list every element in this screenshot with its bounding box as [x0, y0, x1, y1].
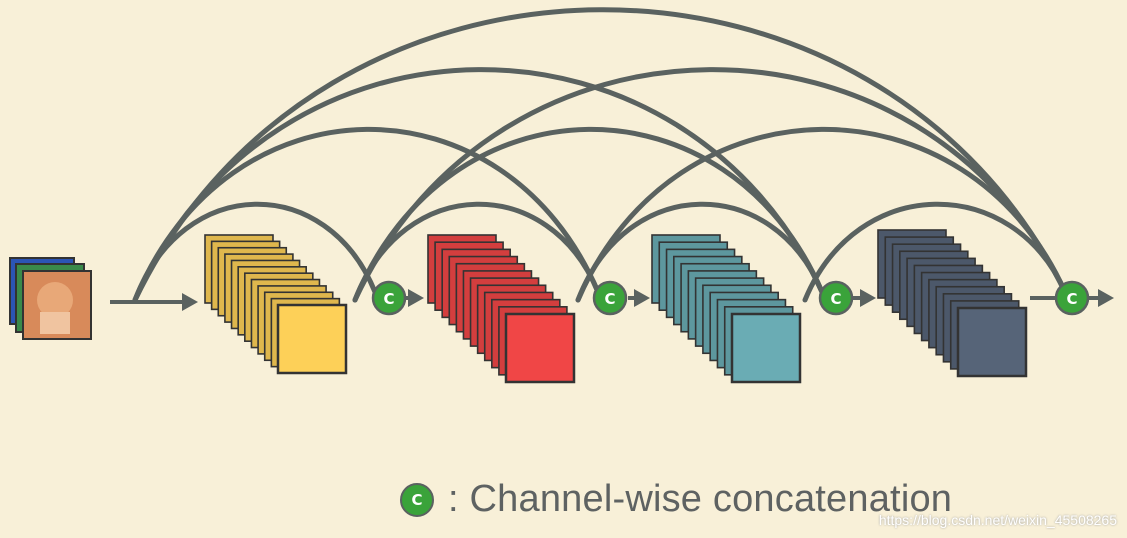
concat-legend-icon: C [400, 482, 434, 517]
block-3-front [730, 312, 802, 384]
skip-arc-7 [352, 67, 1068, 303]
watermark: https://blog.csdn.net/weixin_45508265 [878, 512, 1117, 528]
feature-block-3 [651, 234, 802, 384]
flow-arrows [110, 289, 1114, 311]
concat-node-3-label: C [830, 290, 841, 308]
concat-node-4 [1054, 280, 1090, 316]
input-photo-detail [40, 312, 70, 334]
skip-arc-4 [132, 7, 1068, 303]
arrow-c2-head [634, 289, 650, 307]
input-photo-subject [37, 282, 73, 318]
input-image-icon [9, 257, 92, 340]
concat-node-2 [592, 280, 628, 316]
concat-node-4-label: C [1066, 290, 1077, 308]
arrow-output-head [1098, 289, 1114, 307]
concat-node-1 [371, 280, 407, 316]
concat-node-2-label: C [604, 290, 615, 308]
skip-arc-10 [802, 201, 1068, 303]
feature-block-2 [427, 234, 576, 384]
concat-node-1-label: C [383, 290, 394, 308]
feature-block-4 [877, 229, 1028, 378]
arrow-input-head [182, 293, 198, 311]
skip-arc-9 [575, 126, 1068, 303]
concat-node-3 [818, 280, 854, 316]
block-4-front [956, 306, 1028, 378]
block-2-front [504, 312, 576, 384]
block-1-front [276, 303, 348, 375]
feature-map-blocks [204, 229, 1028, 384]
arrow-c1-head [408, 289, 424, 307]
skip-connection-arcs [132, 7, 1068, 303]
legend-label: : Channel-wise concatenation [448, 478, 953, 520]
feature-block-1 [204, 234, 348, 375]
arrow-c3-head [860, 289, 876, 307]
legend: C : Channel-wise concatenation [400, 478, 952, 521]
